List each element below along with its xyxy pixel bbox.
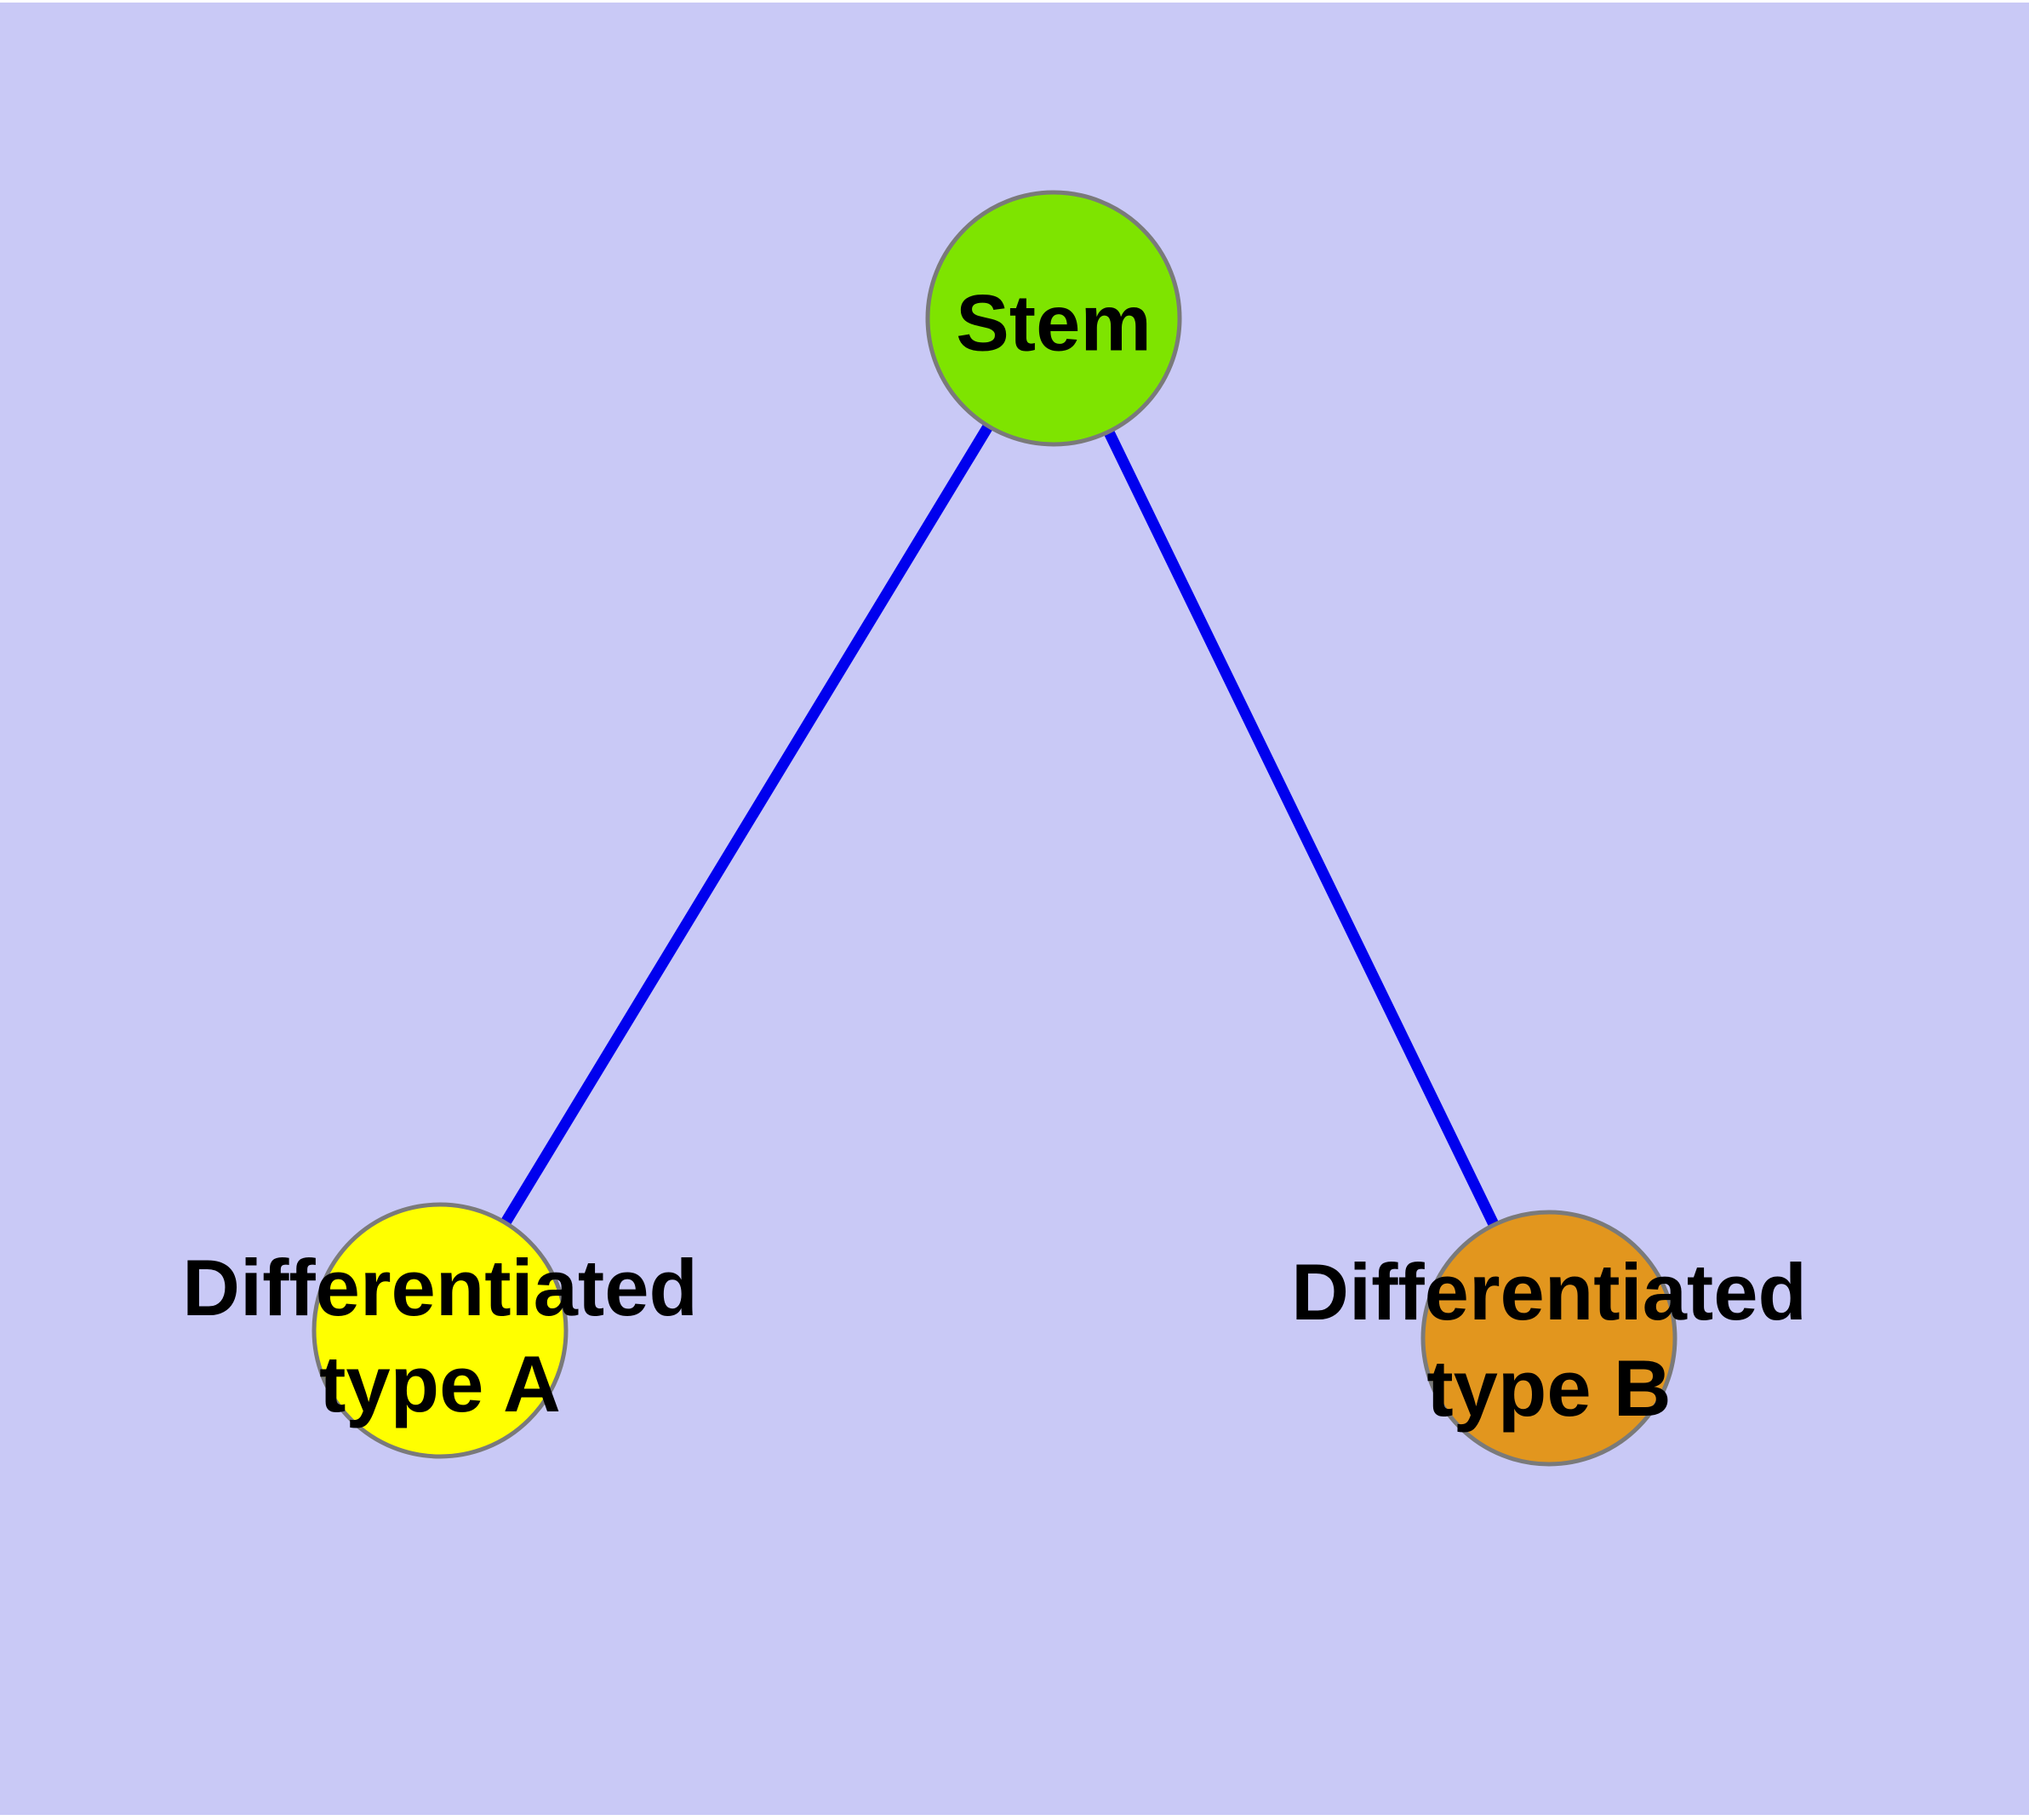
node-type-a-circle <box>311 1202 569 1459</box>
node-type-b-circle <box>1420 1210 1677 1467</box>
edge-stem-to-type-b <box>1049 316 1554 1341</box>
edge-stem-to-type-a <box>435 315 1059 1334</box>
node-stem-circle <box>925 190 1182 447</box>
